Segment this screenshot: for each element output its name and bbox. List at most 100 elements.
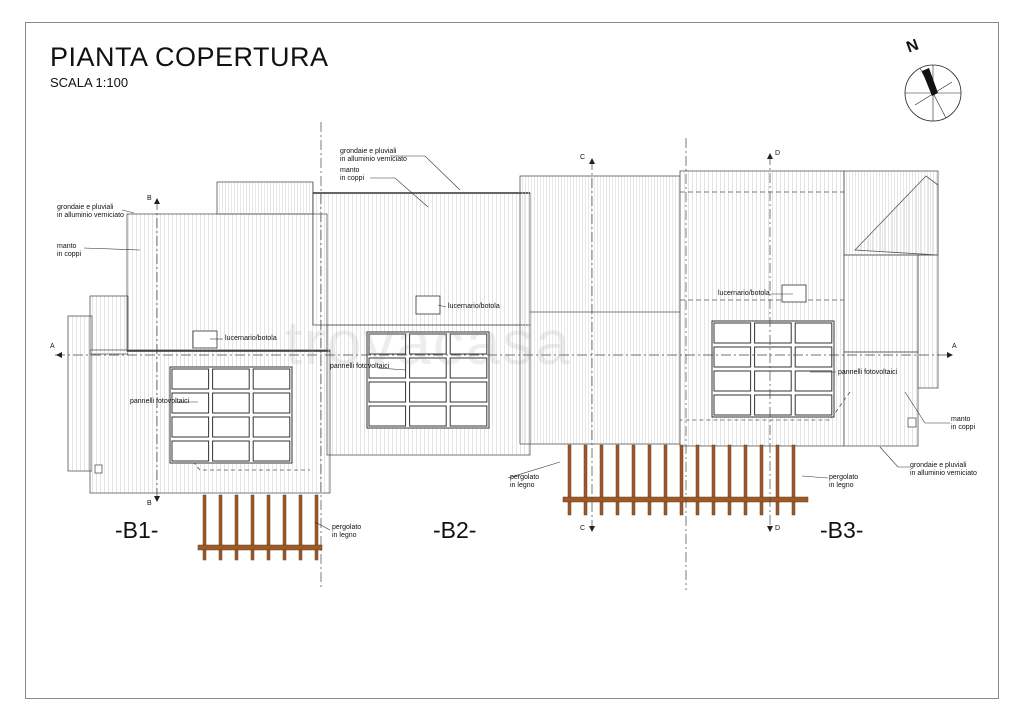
solar-panel	[449, 405, 488, 427]
pergola-b1	[197, 494, 323, 561]
pergola-rafter	[743, 444, 748, 516]
pergola-rafter	[298, 494, 303, 561]
pergola-rafter	[599, 444, 604, 516]
roof-b2	[312, 192, 531, 456]
solar-panel	[754, 394, 792, 416]
pergola-rafter	[282, 494, 287, 561]
note-pannelli-b3: pannelli fotovoltaici	[838, 369, 898, 376]
pergola-rafter	[775, 444, 780, 516]
note-line: grondaie e pluviali	[57, 204, 114, 211]
solar-panel	[794, 322, 833, 344]
drawing-title: PIANTA COPERTURA	[50, 42, 329, 72]
note-line: manto	[951, 416, 971, 423]
section-lines	[55, 122, 955, 590]
solar-panel	[449, 381, 488, 403]
solar-panels-b1	[169, 366, 293, 464]
pergola-rafter	[647, 444, 652, 516]
pergola-rafter	[234, 494, 239, 561]
pergola-rafter	[631, 444, 636, 516]
note-pannelli-b1: pannelli fotovoltaici	[130, 398, 190, 405]
note-pergolato-b2: pergolato in legno	[510, 474, 539, 490]
unit-label-b1: -B1-	[115, 517, 159, 543]
note-line: grondaie e pluviali	[340, 148, 397, 155]
watermark: trovacasa	[285, 309, 572, 378]
solar-panel	[171, 392, 210, 414]
solar-panel	[368, 333, 407, 355]
section-c-bottom: C	[580, 525, 586, 532]
solar-panel	[212, 392, 250, 414]
solar-panel	[754, 370, 792, 392]
note-pergolato-b1: pergolato in legno	[332, 524, 361, 540]
section-arrows	[56, 153, 953, 532]
note-line: in legno	[332, 532, 357, 539]
pergola-rafter	[314, 494, 319, 561]
solar-panel	[449, 333, 488, 355]
note-leaders	[83, 155, 950, 531]
solar-panel	[794, 346, 833, 368]
note-line: in coppi	[340, 175, 365, 182]
solar-panel	[252, 368, 291, 390]
note-lucernario-b3: lucernario/botola	[718, 290, 770, 297]
solar-panel	[212, 368, 250, 390]
pergola-rafter	[679, 444, 684, 516]
solar-panel	[171, 416, 210, 438]
solar-panel	[252, 440, 291, 462]
note-manto-b3: manto in coppi	[951, 416, 975, 432]
section-d-top: D	[775, 150, 781, 157]
pergola-beam	[562, 496, 809, 503]
pergola-rafter	[250, 494, 255, 561]
solar-panel	[368, 357, 407, 379]
solar-panel	[713, 394, 752, 416]
note-grondaie-b3: grondaie e pluviali in alluminio vernici…	[910, 462, 977, 478]
note-lucernario-b2: lucernario/botola	[448, 303, 500, 310]
north-compass	[904, 64, 962, 122]
pergola-beam	[197, 544, 323, 551]
solar-panel	[409, 333, 447, 355]
drawing-frame	[25, 22, 999, 699]
note-line: in alluminio verniciato	[340, 156, 407, 163]
note-grondaie-b2: grondaie e pluviali in alluminio vernici…	[340, 148, 407, 164]
roof-link	[519, 175, 681, 445]
note-line: pergolato	[510, 474, 540, 481]
solar-panel	[713, 322, 752, 344]
section-a-left: A	[50, 343, 55, 350]
solar-panel	[171, 440, 210, 462]
note-line: in alluminio verniciato	[910, 470, 977, 477]
pergola-rafter	[218, 494, 223, 561]
pergola-rafter	[727, 444, 732, 516]
note-line: manto	[57, 243, 77, 250]
section-b-top: B	[147, 195, 152, 202]
solar-panel	[252, 416, 291, 438]
section-a-right: A	[952, 343, 957, 350]
pergola-rafter	[791, 444, 796, 516]
drawing-scale: SCALA 1:100	[50, 75, 129, 90]
pergola-rafter	[663, 444, 668, 516]
section-b-bottom: B	[147, 500, 152, 507]
unit-label-b3: -B3-	[820, 517, 864, 543]
note-line: grondaie e pluviali	[910, 462, 967, 469]
note-line: pergolato	[829, 474, 859, 481]
solar-panel	[212, 416, 250, 438]
note-line: manto	[340, 167, 360, 174]
note-line: pergolato	[332, 524, 362, 531]
solar-panel	[368, 405, 407, 427]
pergola-rafter	[583, 444, 588, 516]
solar-panel	[252, 392, 291, 414]
note-pergolato-b3: pergolato in legno	[829, 474, 858, 490]
solar-panel	[449, 357, 488, 379]
solar-panel	[171, 368, 210, 390]
note-line: in coppi	[57, 251, 82, 258]
note-pannelli-b2: pannelli fotovoltaici	[330, 363, 390, 370]
pergola-rafter	[266, 494, 271, 561]
note-manto-b2: manto in coppi	[340, 167, 364, 183]
pergola-rafter	[615, 444, 620, 516]
pergola-rafter	[567, 444, 572, 516]
solar-panels-b3	[711, 320, 835, 418]
pergola-b2b3	[562, 444, 809, 516]
solar-panel	[754, 346, 792, 368]
pergola-rafter	[759, 444, 764, 516]
note-line: in alluminio verniciato	[57, 212, 124, 219]
solar-panel	[409, 405, 447, 427]
unit-label-b2: -B2-	[433, 517, 477, 543]
